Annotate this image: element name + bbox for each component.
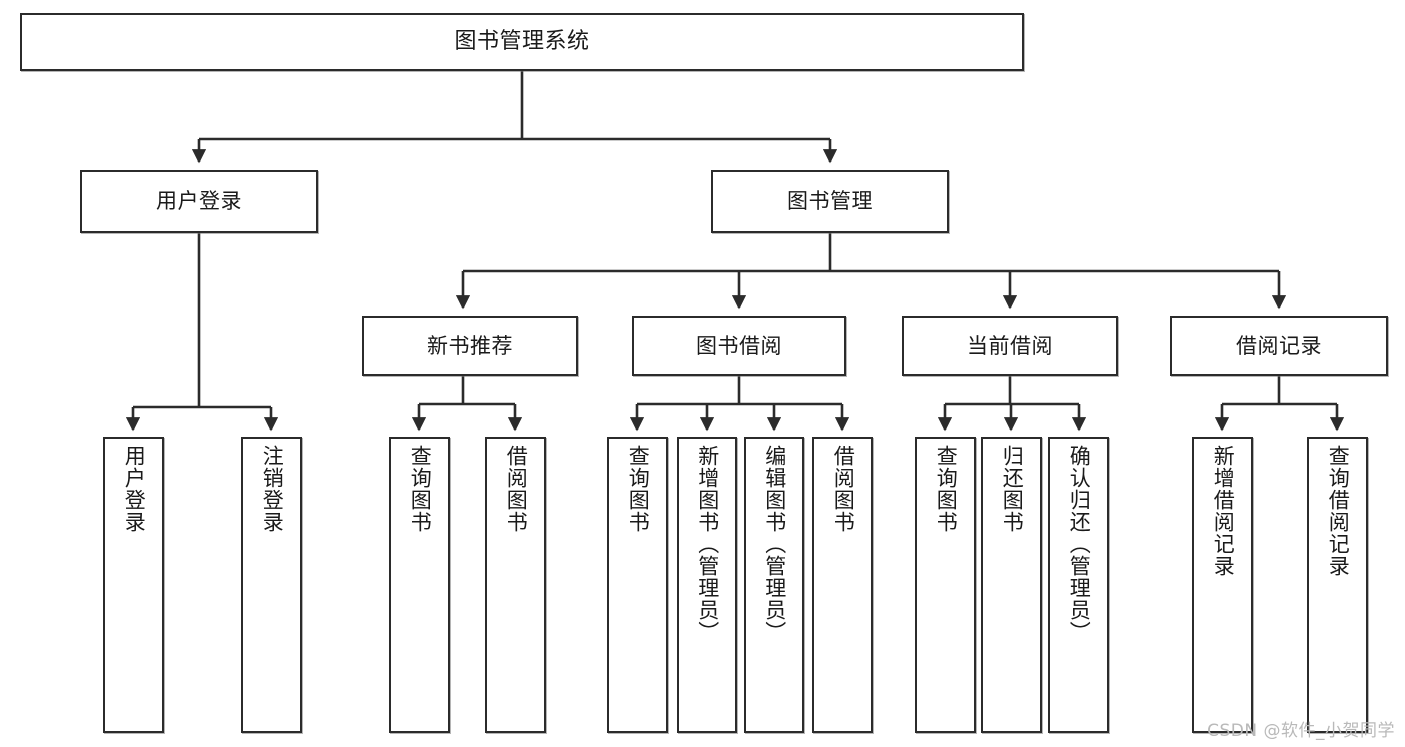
node-borrow-record[interactable]: 借阅记录 [1170, 316, 1388, 376]
node-label: 查询借阅记录 [1326, 445, 1351, 577]
leaf-current-borrow-query-book[interactable]: 查询图书 [915, 437, 976, 733]
leaf-current-borrow-confirm-return-admin[interactable]: 确认归还（管理员） [1048, 437, 1109, 733]
node-label: 新书推荐 [427, 333, 513, 358]
node-label: 新增借阅记录 [1211, 445, 1236, 577]
node-label: 编辑图书（管理员） [762, 445, 787, 643]
node-user-login[interactable]: 用户登录 [80, 170, 318, 233]
node-new-book-recommend[interactable]: 新书推荐 [362, 316, 578, 376]
node-label: 注销登录 [260, 445, 285, 533]
node-label: 图书借阅 [696, 333, 782, 358]
node-label: 查询图书 [934, 445, 959, 533]
node-root-book-management-system[interactable]: 图书管理系统 [20, 13, 1024, 71]
watermark: CSDN @软件_小贺同学 [1207, 721, 1395, 741]
node-label: 当前借阅 [967, 333, 1053, 358]
leaf-user-login-login[interactable]: 用户登录 [103, 437, 164, 733]
leaf-book-borrow-borrow-book[interactable]: 借阅图书 [812, 437, 873, 733]
node-label: 图书管理系统 [454, 29, 590, 55]
leaf-user-login-logout[interactable]: 注销登录 [241, 437, 302, 733]
node-label: 查询图书 [626, 445, 651, 533]
leaf-book-borrow-query-book[interactable]: 查询图书 [607, 437, 668, 733]
node-label: 图书管理 [787, 189, 873, 214]
node-label: 借阅记录 [1236, 333, 1322, 358]
leaf-borrow-record-query-record[interactable]: 查询借阅记录 [1307, 437, 1368, 733]
node-label: 用户登录 [122, 445, 147, 533]
node-label: 查询图书 [408, 445, 433, 533]
node-book-management[interactable]: 图书管理 [711, 170, 949, 233]
node-label: 借阅图书 [831, 445, 856, 533]
node-label: 归还图书 [1000, 445, 1025, 533]
leaf-new-book-borrow-book[interactable]: 借阅图书 [485, 437, 546, 733]
leaf-borrow-record-add-record[interactable]: 新增借阅记录 [1192, 437, 1253, 733]
leaf-current-borrow-return-book[interactable]: 归还图书 [981, 437, 1042, 733]
leaf-book-borrow-add-book-admin[interactable]: 新增图书（管理员） [677, 437, 737, 733]
node-label: 新增图书（管理员） [695, 445, 720, 643]
leaf-book-borrow-edit-book-admin[interactable]: 编辑图书（管理员） [744, 437, 804, 733]
node-label: 用户登录 [156, 189, 242, 214]
node-label: 确认归还（管理员） [1067, 445, 1092, 643]
node-label: 借阅图书 [504, 445, 529, 533]
node-book-borrow[interactable]: 图书借阅 [632, 316, 846, 376]
leaf-new-book-query-book[interactable]: 查询图书 [389, 437, 450, 733]
node-current-borrow[interactable]: 当前借阅 [902, 316, 1118, 376]
